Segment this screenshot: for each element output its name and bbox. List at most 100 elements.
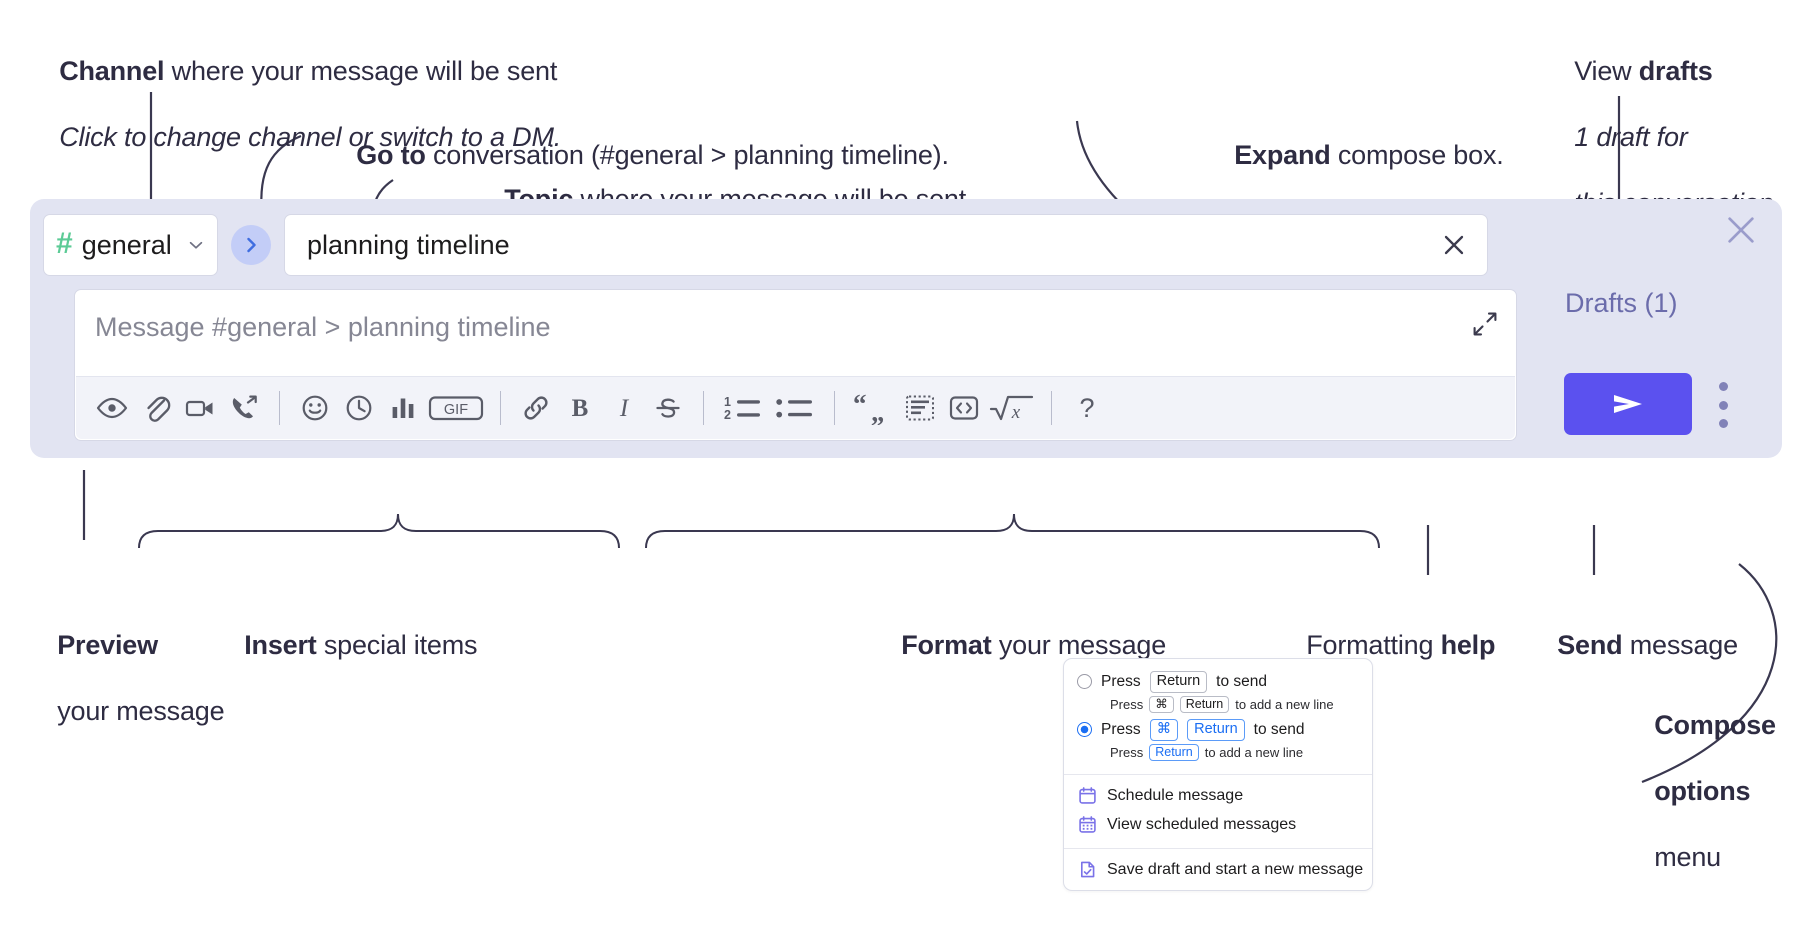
code-block-button[interactable] [898, 386, 942, 430]
bulleted-list-button[interactable] [769, 386, 821, 430]
bar-chart-icon [392, 398, 414, 418]
sub-return-post: to add a new line [1235, 696, 1334, 712]
annotation-format-bold: Format [901, 629, 992, 660]
compose-options-button[interactable] [1714, 382, 1732, 428]
sub-cmd-post: to add a new line [1204, 744, 1304, 760]
svg-text:GIF: GIF [444, 402, 468, 418]
blockquote-button[interactable]: “ „ [848, 386, 898, 430]
math-button[interactable]: x [986, 386, 1038, 430]
code-block-icon [906, 395, 934, 421]
formatting-toolbar: GIF B [76, 376, 1515, 439]
send-message-button[interactable] [1564, 373, 1692, 435]
ordered-list-icon: 1 2 [724, 395, 760, 422]
inline-code-icon [949, 396, 979, 420]
send-option-return-sub: Press ⌘ Return to add a new line [1064, 695, 1372, 717]
menu-item-schedule-message[interactable]: Schedule message [1064, 781, 1372, 810]
channel-selector[interactable]: # general [43, 214, 218, 276]
svg-text:2: 2 [724, 408, 731, 422]
menu-item-save-draft-label: Save draft and start a new message [1107, 860, 1364, 878]
kebab-dot-1 [1718, 382, 1728, 391]
annotation-compose-options: Compose options menu [1625, 676, 1776, 907]
menu-item-view-scheduled-label: View scheduled messages [1107, 815, 1297, 833]
attach-file-button[interactable] [134, 386, 178, 430]
send-option-return-pre: Press [1101, 672, 1141, 690]
message-input-box[interactable]: Message #general > planning timeline [74, 289, 1517, 441]
annotation-preview: Preview your message [28, 596, 224, 761]
send-option-cmd-return[interactable]: Press ⌘ Return to send [1064, 717, 1372, 743]
key-command: ⌘ [1149, 695, 1174, 714]
annotation-compose-bold-1: Compose [1654, 709, 1776, 740]
drafts-link[interactable]: Drafts (1) [1565, 288, 1678, 318]
svg-text:“: “ [853, 391, 867, 419]
annotation-channel-rest: where your message will be sent [164, 55, 558, 86]
preview-button[interactable] [90, 386, 134, 430]
italic-button[interactable]: I [602, 386, 646, 430]
question-mark-icon: ? [1079, 393, 1094, 423]
send-option-return[interactable]: Press Return to send [1064, 669, 1372, 695]
radio-button-return[interactable] [1077, 674, 1092, 690]
composer-main-area: # general planning timeline [30, 199, 1540, 458]
annotation-goto-bold: Go to [356, 139, 426, 170]
annotation-send: Send message [1528, 596, 1738, 695]
kebab-dot-2 [1718, 400, 1728, 410]
hash-icon: # [56, 227, 73, 260]
strikethrough-button[interactable] [646, 386, 690, 430]
formatting-help-button[interactable]: ? [1065, 386, 1109, 430]
expand-compose-box-button[interactable] [1468, 307, 1502, 341]
annotation-preview-line2: your message [57, 695, 225, 726]
close-icon[interactable] [1724, 213, 1758, 247]
inline-code-button[interactable] [942, 386, 986, 430]
annotation-format: Format your message [872, 596, 1166, 695]
annotation-drafts-italic-1: 1 draft for [1574, 121, 1688, 152]
schedule-button[interactable] [337, 386, 381, 430]
bold-button[interactable]: B [558, 386, 602, 430]
key-return-sub: Return [1179, 695, 1230, 714]
separator-1 [279, 391, 280, 425]
annotation-expand-bold: Expand [1234, 139, 1331, 170]
menu-item-save-draft[interactable]: Save draft and start a new message [1064, 855, 1372, 884]
video-clip-button[interactable] [178, 386, 222, 430]
send-option-cmd-pre: Press [1101, 720, 1141, 738]
svg-text:x: x [1011, 402, 1021, 423]
calendar-schedule-icon [1079, 787, 1096, 804]
send-option-cmd-post: to send [1253, 720, 1305, 738]
annotation-insert-rest: special items [316, 629, 478, 660]
menu-item-schedule-label: Schedule message [1107, 786, 1244, 804]
separator-4 [834, 391, 835, 425]
gif-icon: GIF [428, 396, 484, 421]
menu-item-view-scheduled[interactable]: View scheduled messages [1064, 810, 1372, 839]
annotation-help: Formatting help [1277, 596, 1495, 695]
message-composer-panel: # general planning timeline [30, 199, 1782, 458]
kebab-dot-3 [1718, 419, 1728, 428]
emoji-button[interactable] [293, 386, 337, 430]
link-icon [524, 396, 548, 420]
key-return-3: Return [1149, 743, 1199, 762]
sub-return-pre: Press [1110, 696, 1144, 712]
annotation-channel-bold: Channel [59, 55, 165, 86]
annotation-goto: Go to conversation (#general > planning … [327, 106, 949, 205]
key-return-2: Return [1187, 719, 1245, 741]
poll-button[interactable] [381, 386, 425, 430]
gif-button[interactable]: GIF [425, 386, 487, 430]
close-icon[interactable] [1439, 230, 1469, 260]
go-to-conversation-button[interactable] [231, 225, 271, 265]
svg-text:„: „ [871, 397, 885, 425]
sub-cmd-pre: Press [1110, 744, 1144, 760]
paperclip-icon [147, 396, 171, 422]
annotation-insert: Insert special items [215, 596, 477, 695]
annotation-send-rest: message [1622, 629, 1738, 660]
math-sqrt-icon: x [989, 395, 1034, 423]
svg-text:B: B [572, 395, 589, 422]
video-camera-icon [185, 400, 213, 417]
audio-clip-button[interactable] [222, 386, 266, 430]
svg-text:?: ? [1079, 393, 1094, 423]
topic-input-field[interactable]: planning timeline [284, 214, 1488, 276]
expand-diagonal-icon [1473, 312, 1497, 336]
radio-button-cmd-return[interactable] [1077, 722, 1092, 738]
svg-text:I: I [619, 395, 630, 422]
strikethrough-icon [656, 398, 680, 418]
ordered-list-button[interactable]: 1 2 [717, 386, 769, 430]
chevron-right-icon [247, 237, 256, 253]
link-button[interactable] [514, 386, 558, 430]
